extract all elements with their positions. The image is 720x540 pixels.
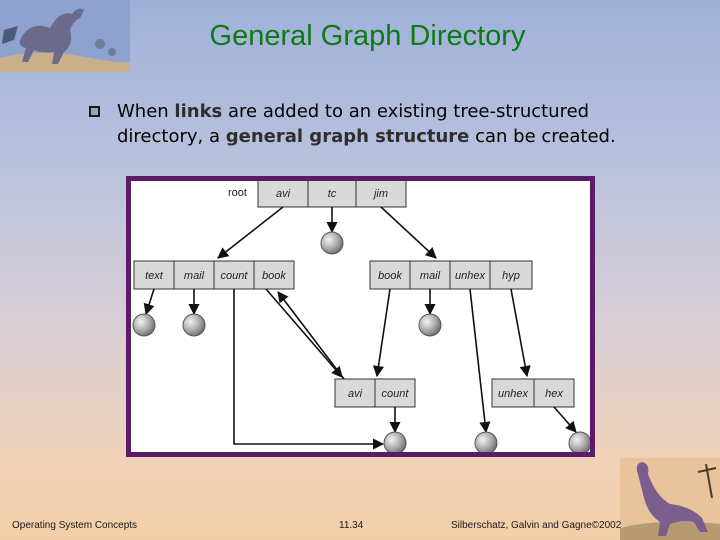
arrow — [510, 288, 531, 378]
root-label: root — [228, 187, 247, 199]
graph-directory-diagram: root avi tc jim text mail count book — [126, 176, 595, 457]
root-cell-label: jim — [372, 188, 388, 200]
dir-cell — [491, 378, 535, 408]
root-cell-label: tc — [328, 188, 337, 200]
bullet-text-pre: When — [117, 101, 175, 122]
dir-cell-label: text — [145, 270, 164, 282]
directory-bottom-right: unhex hex — [491, 378, 575, 408]
file-node — [474, 431, 498, 455]
dinosaur-logo-top-left — [0, 0, 130, 72]
dir-cell-label: book — [262, 270, 286, 282]
dir-cell-label: hex — [545, 388, 563, 400]
file-node — [568, 431, 592, 455]
dir-cell-label: unhex — [498, 388, 528, 400]
dir-cell-label: count — [221, 270, 249, 282]
slide-title: General Graph Directory — [209, 20, 526, 52]
footer-course: Operating System Concepts — [12, 520, 138, 531]
dinosaur-logo-bottom-right — [620, 458, 720, 540]
footer-copyright: Silberschatz, Galvin and Gagne©2002 — [451, 520, 622, 531]
root-cell — [355, 178, 407, 208]
bullet-text-general: general graph structure — [225, 126, 470, 147]
bullet-text-mid: are added to an existing tree-structured… — [117, 101, 590, 147]
dir-cell — [369, 260, 411, 290]
footer-page-number: 11.34 — [339, 520, 364, 531]
dir-cell — [449, 260, 491, 290]
dir-cell — [213, 260, 255, 290]
directory-right: book mail unhex hyp — [369, 260, 533, 290]
dir-cell — [253, 260, 295, 290]
arrow — [277, 291, 345, 380]
bullet-text: When links are added to an existing tree… — [117, 99, 677, 149]
arrow — [380, 206, 437, 259]
root-directory: avi tc jim — [257, 178, 407, 208]
arrow — [265, 288, 343, 378]
dir-cell-label: avi — [348, 388, 363, 400]
file-node — [320, 231, 344, 255]
file-node — [182, 313, 206, 337]
file-node — [132, 313, 156, 337]
dir-cell — [533, 378, 575, 408]
arrow — [233, 289, 385, 450]
square-bullet-icon — [89, 106, 100, 117]
arrow — [553, 406, 577, 433]
directory-left: text mail count book — [133, 260, 295, 290]
link-arrows — [143, 206, 577, 450]
root-cell-label: avi — [276, 188, 291, 200]
file-node — [383, 431, 407, 455]
diagram-svg: root avi tc jim text mail count book — [132, 178, 592, 455]
dir-cell-label: book — [378, 270, 402, 282]
dir-cell-label: mail — [420, 270, 441, 282]
dir-cell-label: unhex — [455, 270, 485, 282]
arrow — [143, 288, 155, 316]
arrow — [372, 288, 391, 378]
arrow — [217, 206, 284, 259]
directory-bottom-left: avi count — [334, 378, 416, 408]
bullet-text-post: can be created. — [469, 126, 616, 147]
file-node — [418, 313, 442, 337]
bullet-text-links: links — [174, 101, 223, 122]
dir-cell — [489, 260, 533, 290]
dir-cell — [334, 378, 376, 408]
dir-cell-label: count — [382, 388, 410, 400]
dir-cell-label: hyp — [502, 270, 520, 282]
arrow — [469, 288, 491, 434]
dir-cell-label: mail — [184, 270, 205, 282]
